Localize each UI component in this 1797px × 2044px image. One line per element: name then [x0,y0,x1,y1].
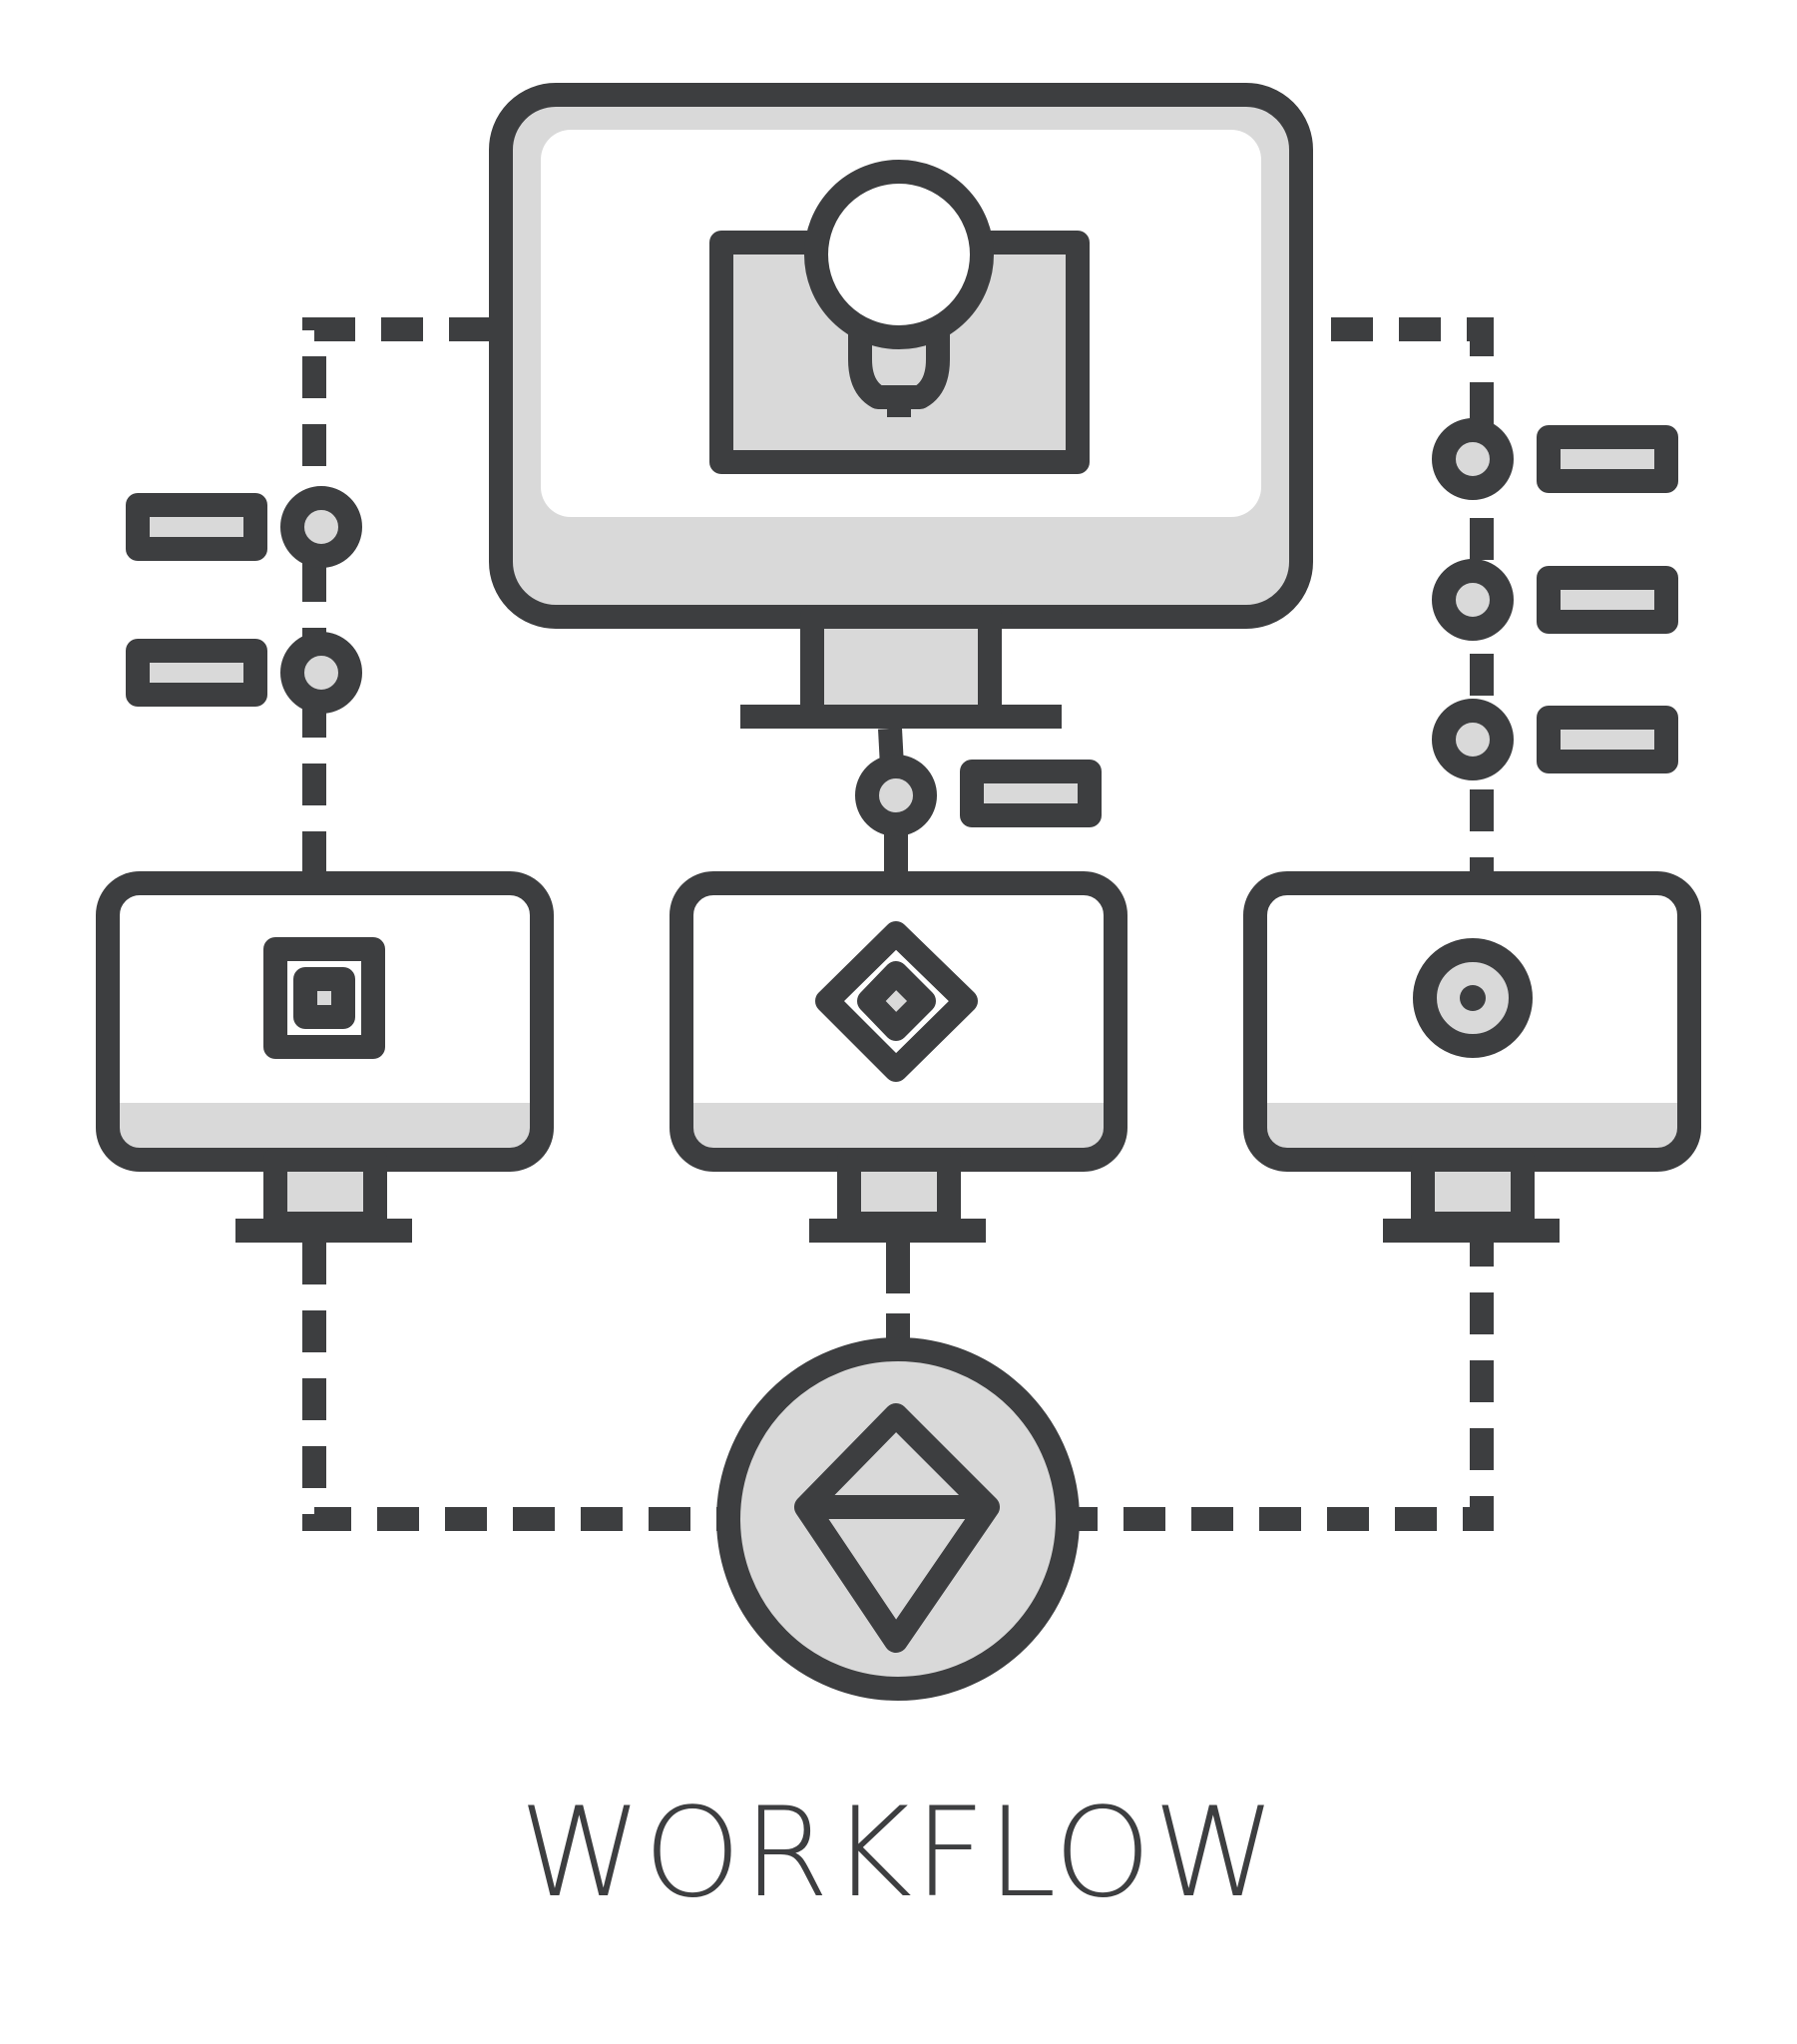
center-connector [855,728,1102,873]
square-icon [263,937,385,1059]
diamond-icon [815,921,978,1082]
left-checkpoint-2 [126,632,362,714]
lightbulb-icon [709,160,1090,474]
bottom-dashed-connector [302,1243,1494,1531]
right-checkpoint-1 [1432,418,1678,500]
right-checkpoint-2 [1432,559,1678,641]
gem-icon [716,1337,1080,1701]
right-checkpoint-3 [1432,699,1678,780]
diagram-caption: WORKFLOW [519,1782,1278,1925]
left-checkpoint-1 [126,486,362,568]
left-monitor-icon [96,871,554,1243]
circle-target-icon [1413,938,1533,1058]
